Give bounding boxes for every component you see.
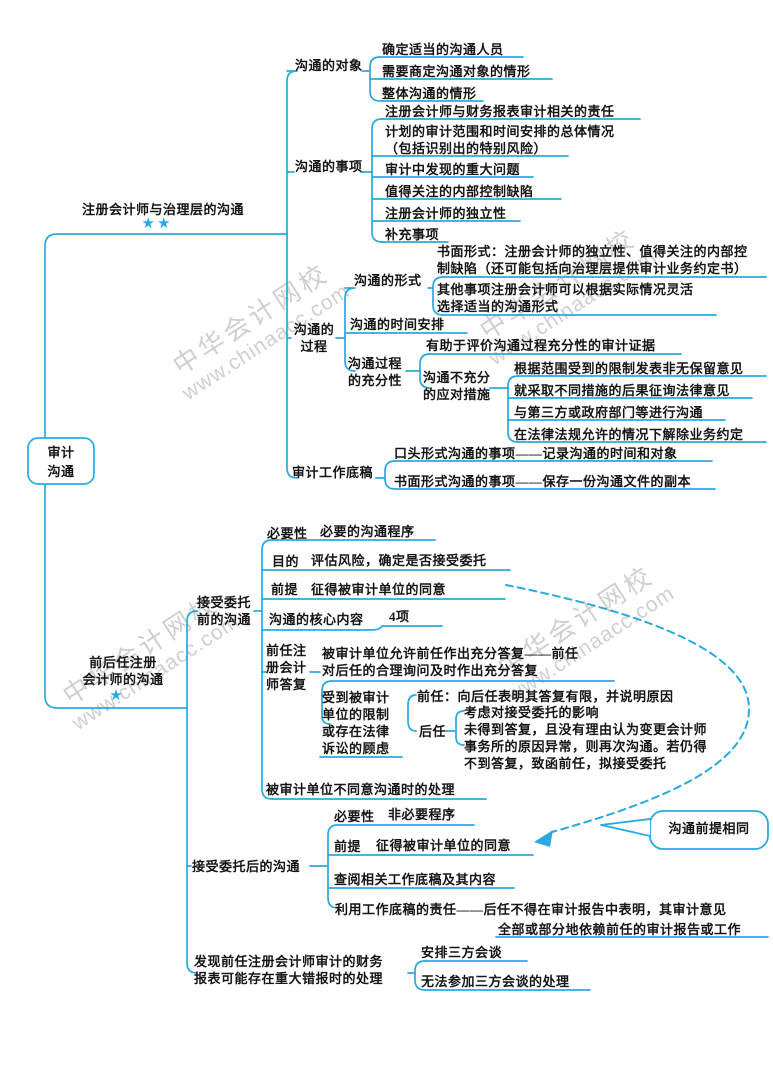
leaf: 书面形式沟通的事项——保存一份沟通文件的副本 — [394, 474, 692, 489]
callout-bubble — [600, 810, 769, 850]
node-misstatement: 发现前任注册会计师审计的财务 报表可能存在重大错报时的处理 — [194, 954, 384, 986]
root-node: 审计 沟通 — [47, 445, 75, 479]
leaf: 非必要程序 — [388, 807, 456, 822]
leaf: 必要的沟通程序 — [320, 524, 415, 539]
leaf: 根据范围受到的限制发表非无保留意见 — [514, 361, 744, 376]
node-comm-process: 沟通的 过程 — [293, 322, 335, 354]
node-before-engagement: 接受委托 前的沟通 — [196, 595, 251, 627]
leaf: 利用工作底稿的责任——后任不得在审计报告中表明，其审计意见 全部或部分地依赖前任… — [335, 902, 742, 937]
callout-same-premise: 沟通前提相同 — [668, 821, 750, 836]
leaf: 计划的审计范围和时间安排的总体情况 （包括识别出的特别风险） — [385, 124, 615, 156]
leaf: 整体沟通的情形 — [382, 86, 477, 101]
node-necessity-after: 必要性 — [334, 809, 375, 824]
node-after-engagement: 接受委托后的沟通 — [192, 859, 301, 874]
leaf: 查阅相关工作底稿及其内容 — [334, 872, 497, 887]
leaf: 有助于评价沟通过程充分性的审计证据 — [426, 338, 656, 353]
leaf: 审计中发现的重大问题 — [385, 162, 521, 177]
node-successor: 后任 — [419, 724, 447, 739]
node-comm-timing: 沟通的时间安排 — [350, 317, 445, 332]
leaf: 值得关注的内部控制缺陷 — [385, 184, 534, 199]
leaf: 评估风险，确定是否接受委托 — [311, 553, 487, 568]
importance-stars-icon: ★★ — [141, 214, 173, 232]
leaf: 补充事项 — [385, 227, 440, 242]
root-node-box — [27, 437, 95, 485]
node-comm-matters: 沟通的事项 — [295, 159, 363, 174]
leaf: 安排三方会谈 — [421, 945, 503, 960]
node-predecessor-reply: 前任注 册会计 师答复 — [266, 643, 307, 692]
leaf: 与第三方或政府部门等进行沟通 — [514, 405, 704, 420]
leaf: 口头形式沟通的事项——记录沟通的时间和对象 — [394, 446, 678, 461]
dashed-link-arrow — [505, 584, 751, 847]
leaf: 被审计单位不同意沟通时的处理 — [266, 782, 456, 797]
leaf: 确定适当的沟通人员 — [382, 42, 504, 57]
node-restricted: 受到被审计 单位的限制 或存在法律 诉讼的顾虑 — [322, 690, 390, 756]
leaf: 书面形式：注册会计师的独立性、值得关注的内部控 制缺陷（还可能包括向治理层提供审… — [437, 244, 748, 276]
branch-predecessor-label: 前后任注册 会计师的沟通 — [82, 655, 164, 687]
node-inadequate-response: 沟通不充分 的应对措施 — [423, 370, 491, 402]
importance-star-icon: ★ — [109, 686, 125, 704]
node-premise-before: 前提 — [271, 582, 299, 597]
leaf: 无法参加三方会谈的处理 — [421, 974, 570, 989]
leaf: 其他事项注册会计师可以根据实际情况灵活 选择适当的沟通形式 — [437, 282, 694, 314]
leaf: 就采取不同措施的后果征询法律意见 — [514, 383, 731, 398]
leaf: 前任：向后任表明其答复有限，并说明原因 — [417, 689, 674, 704]
leaf: 征得被审计单位的同意 — [311, 582, 447, 597]
node-necessity: 必要性 — [267, 526, 308, 541]
leaf: 4项 — [389, 609, 410, 624]
leaf: 未得到答复，且没有理由认为变更会计师 事务所的原因异常，则再次沟通。若仍得 不到… — [464, 722, 708, 771]
leaf: 被审计单位允许前任作出充分答复——前任 对后任的合理询问及时作出充分答复 — [322, 646, 579, 678]
branch-governance-label: 注册会计师与治理层的沟通 — [81, 202, 244, 217]
leaf: 征得被审计单位的同意 — [376, 838, 512, 853]
leaf: 在法律法规允许的情况下解除业务约定 — [514, 427, 744, 442]
node-comm-form: 沟通的形式 — [354, 273, 422, 288]
node-workpaper: 审计工作底稿 — [292, 465, 374, 480]
leaf: 注册会计师与财务报表审计相关的责任 — [385, 104, 615, 119]
leaf: 注册会计师的独立性 — [385, 206, 507, 221]
node-core-content: 沟通的核心内容 — [269, 612, 364, 627]
node-adequacy: 沟通过程 的充分性 — [348, 356, 403, 388]
leaf: 考虑对接受委托的影响 — [464, 705, 600, 720]
node-purpose: 目的 — [272, 554, 300, 569]
node-comm-object: 沟通的对象 — [295, 58, 363, 73]
leaf: 需要商定沟通对象的情形 — [382, 64, 531, 79]
node-premise-after: 前提 — [334, 839, 362, 854]
